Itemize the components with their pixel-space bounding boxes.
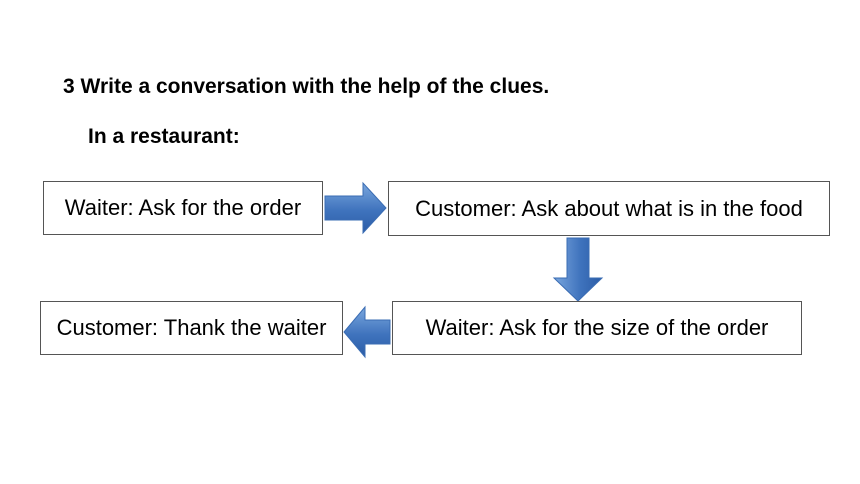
arrow-right-icon (324, 181, 387, 235)
flow-step-waiter-ask-order: Waiter: Ask for the order (43, 181, 323, 235)
flow-step-label: Waiter: Ask for the size of the order (425, 315, 769, 340)
arrow-left-icon (343, 305, 391, 359)
flow-step-waiter-ask-size: Waiter: Ask for the size of the order (392, 301, 802, 355)
page-title: 3 Write a conversation with the help of … (63, 75, 550, 98)
flow-step-label: Waiter: Ask for the order (64, 195, 302, 220)
arrow-down-icon (552, 237, 604, 302)
flow-step-customer-thank-waiter: Customer: Thank the waiter (40, 301, 343, 355)
section-subtitle: In a restaurant: (88, 125, 240, 148)
flow-step-label: Customer: Ask about what is in the food (415, 195, 803, 221)
flow-step-label: Customer: Thank the waiter (56, 315, 327, 340)
flow-step-customer-ask-food: Customer: Ask about what is in the food (388, 181, 830, 236)
